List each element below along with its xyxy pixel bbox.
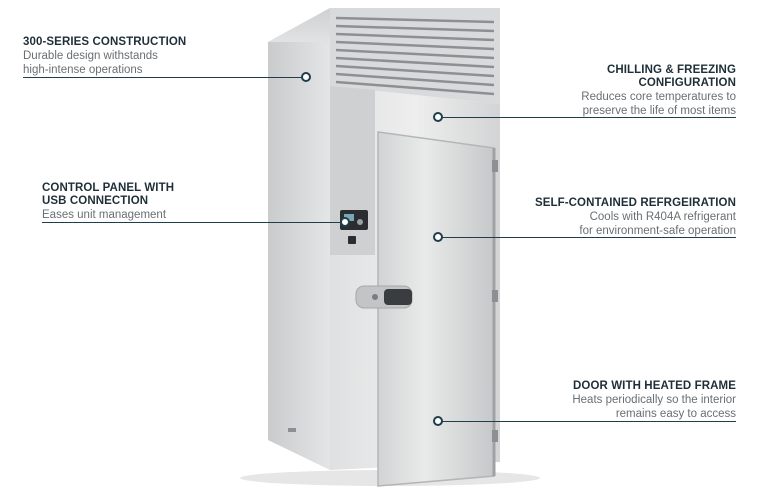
callout-title: CONTROL PANEL WITH	[42, 182, 175, 194]
callout-description: preserve the life of most items	[582, 105, 736, 117]
connector-line-chilling	[441, 117, 736, 118]
connector-line-control-panel	[42, 222, 342, 223]
callout-title: 300-SERIES CONSTRUCTION	[23, 36, 187, 48]
callout-construction: 300-SERIES CONSTRUCTION Durable design w…	[23, 36, 223, 77]
connector-line-construction	[23, 77, 305, 78]
condenser-housing	[330, 8, 500, 104]
callout-title: SELF-CONTAINED REFRGEIRATION	[534, 197, 736, 209]
cabinet-door	[377, 131, 495, 487]
control-screen	[344, 214, 354, 221]
callout-description: high-intense operations	[23, 64, 143, 76]
callout-description: Reduces core temperatures to	[581, 91, 736, 103]
callout-description: for environment-safe operation	[579, 225, 736, 237]
marker-dot-refrigeration	[433, 232, 443, 242]
callout-description: Durable design withstands	[23, 50, 158, 62]
callout-description: remains easy to access	[615, 408, 736, 420]
callout-description: Heats periodically so the interior	[572, 394, 736, 406]
callout-control-panel: CONTROL PANEL WITH USB CONNECTION Eases …	[42, 182, 242, 222]
callout-title: CONFIGURATION	[638, 77, 736, 89]
marker-dot-chilling	[433, 112, 443, 122]
condenser-vent-louvers	[335, 16, 495, 96]
callout-self-contained-refrigeration: SELF-CONTAINED REFRGEIRATION Cools with …	[496, 197, 736, 238]
hinge-middle	[492, 290, 498, 302]
callout-title: DOOR WITH HEATED FRAME	[573, 380, 736, 392]
callout-title: USB CONNECTION	[42, 195, 149, 207]
callout-chilling-freezing: CHILLING & FREEZING CONFIGURATION Reduce…	[496, 64, 736, 118]
cabinet-side-panel	[268, 8, 330, 470]
marker-dot-construction	[301, 72, 311, 82]
usb-port	[348, 236, 356, 244]
control-knob	[357, 219, 363, 225]
handle-pivot	[372, 294, 378, 300]
hinge-bottom	[492, 430, 498, 442]
drain-fitting	[288, 428, 296, 432]
callout-description: Cools with R404A refrigerant	[589, 211, 736, 223]
callout-description: Eases unit management	[42, 209, 167, 221]
callout-title: CHILLING & FREEZING	[606, 64, 736, 76]
connector-line-door-frame	[441, 421, 736, 422]
hinge-top	[492, 160, 498, 172]
marker-dot-control-panel	[340, 217, 350, 227]
door-handle-latch	[384, 289, 412, 305]
marker-dot-door-frame	[433, 416, 443, 426]
connector-line-refrigeration	[441, 237, 736, 238]
callout-door-heated-frame: DOOR WITH HEATED FRAME Heats periodicall…	[496, 380, 736, 421]
